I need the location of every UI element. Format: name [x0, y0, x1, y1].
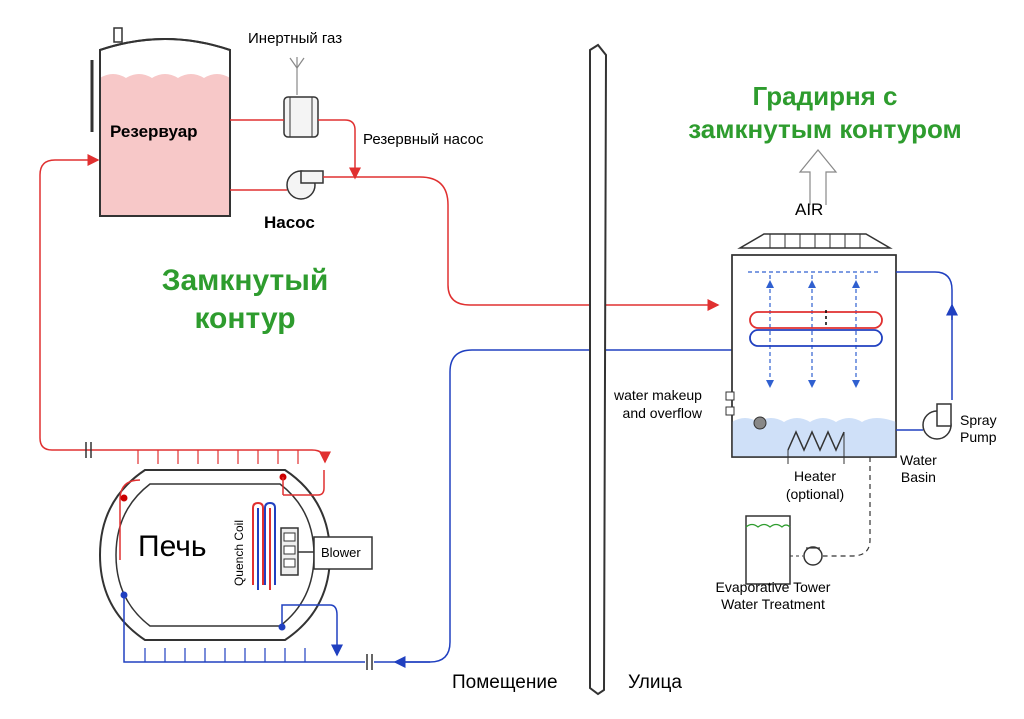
heater-line1: Heater: [793, 468, 837, 484]
tower-title-line1: Градирня с: [752, 81, 898, 111]
reservoir-tank: [90, 27, 231, 217]
heater-label: Heater (optional): [776, 467, 854, 503]
inert-gas-symbol: [289, 57, 305, 95]
water-basin-line2: Basin: [900, 469, 936, 485]
closed-loop-line2: контур: [194, 301, 296, 335]
air-label: AIR: [795, 200, 824, 219]
heater-line2: (optional): [785, 486, 845, 502]
water-makeup-line2: and overflow: [622, 405, 702, 421]
tower-title-line2: замкнутым контуром: [688, 113, 962, 144]
tower-title: Градирня с замкнутым контуром: [660, 80, 990, 145]
closed-loop-label: Замкнутый контур: [140, 262, 350, 337]
reservoir-label: Резервуар: [110, 122, 198, 141]
water-basin-line1: Water: [900, 452, 937, 468]
cooling-tower: [725, 149, 958, 585]
furnace: [85, 442, 373, 641]
cold-return-line: [123, 349, 732, 670]
main-pump: [286, 170, 324, 200]
blower-label: Blower: [321, 545, 361, 560]
pump-label: Насос: [264, 213, 315, 232]
water-makeup-label: water makeup and overflow: [614, 386, 702, 422]
indoor-label: Помещение: [452, 672, 558, 693]
closed-loop-line1: Замкнутый: [161, 264, 329, 297]
water-makeup-line1: water makeup: [614, 387, 702, 403]
outdoor-label: Улица: [628, 672, 682, 693]
inert-gas-label: Инертный газ: [248, 30, 343, 47]
quench-coil-label: Quench Coil: [232, 519, 247, 587]
evap-line2: Water Treatment: [721, 596, 825, 612]
evap-line1: Evaporative Tower: [715, 579, 831, 595]
spray-pump-line1: Spray: [960, 412, 997, 428]
wall: [589, 43, 608, 696]
backup-pump-label: Резервный насос: [363, 131, 484, 148]
furnace-label: Печь: [138, 530, 207, 563]
backup-pump: [283, 96, 319, 138]
evap-treatment-label: Evaporative Tower Water Treatment: [698, 579, 848, 613]
water-basin-label: Water Basin: [900, 452, 937, 486]
spray-pump-label: Spray Pump: [960, 412, 997, 446]
spray-pump-line2: Pump: [960, 429, 997, 445]
